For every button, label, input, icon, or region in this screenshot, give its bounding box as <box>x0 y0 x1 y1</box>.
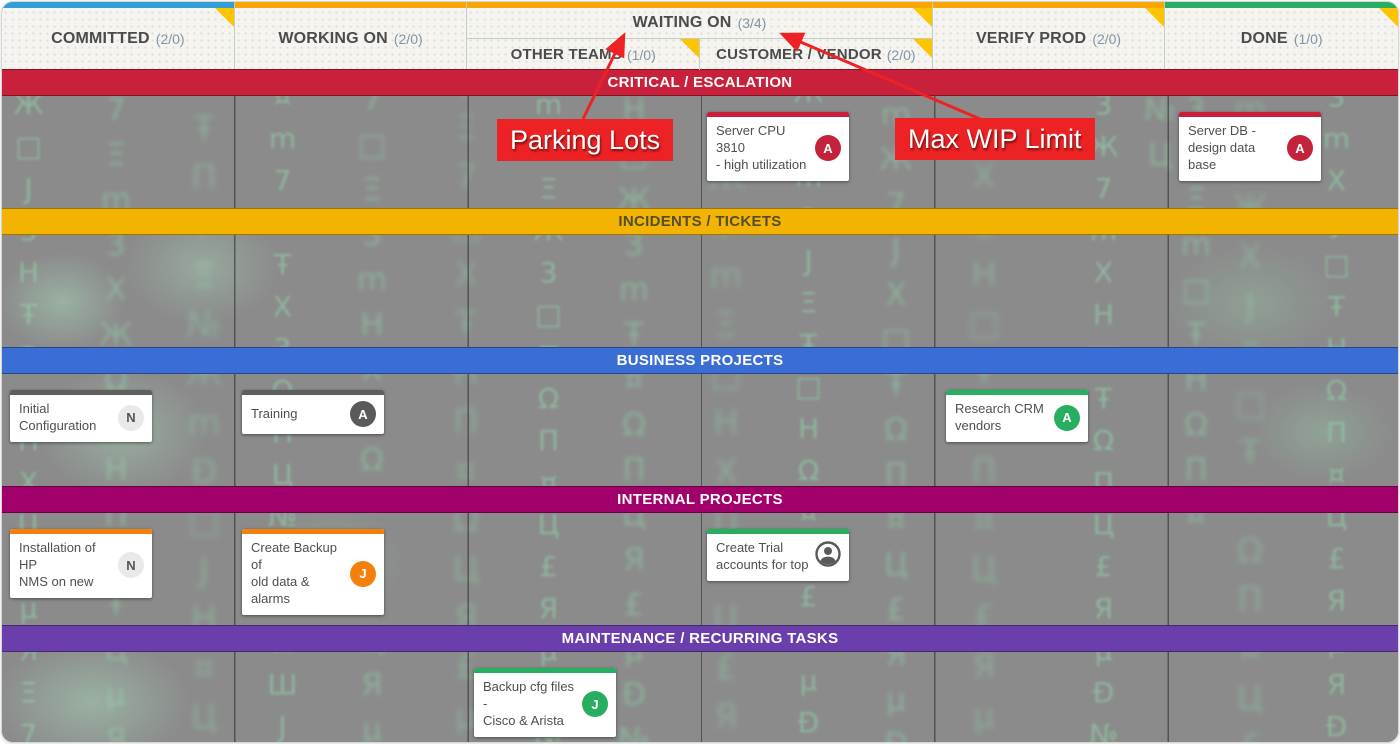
card-title: Research CRM vendors <box>955 401 1044 433</box>
lane-business-projects: Initial Configuration N Training A Resea… <box>2 374 1398 486</box>
column-header-waiting-on[interactable]: WAITING ON (3/4) <box>467 8 931 38</box>
card-title: Create Trial accounts for top <box>716 540 809 572</box>
annotation-max-wip-limit: Max WIP Limit <box>895 118 1095 160</box>
assignee-avatar[interactable]: N <box>118 552 144 579</box>
column-header-other-teams[interactable]: OTHER TEAMS (1/0) <box>467 39 700 70</box>
column-title: WORKING ON <box>278 29 388 47</box>
card-title: Create Backup of old data & alarms <box>251 540 337 606</box>
column-wip-count: (2/0) <box>393 30 423 47</box>
card-title: Training <box>251 405 298 421</box>
lane-critical-escalation: Server CPU 3810 - high utilization A Ser… <box>2 96 1398 208</box>
lane-title: INTERNAL PROJECTS <box>617 491 783 508</box>
lane-maintenance-recurring: Backup cfg files - Cisco & Arista J <box>2 652 1398 742</box>
column-wip-count: (2/0) <box>886 46 916 63</box>
column-wip-count: (1/0) <box>626 46 656 63</box>
lane-header-incidents-tickets[interactable]: INCIDENTS / TICKETS <box>2 208 1398 235</box>
column-wip-count: (2/0) <box>1092 30 1122 47</box>
assignee-avatar[interactable]: J <box>582 691 608 718</box>
lane-internal-projects: Installation of HP NMS on new N Create B… <box>2 513 1398 625</box>
lane-title: CRITICAL / ESCALATION <box>607 74 793 91</box>
column-header-working-on[interactable]: WORKING ON (2/0) <box>234 2 468 69</box>
column-wip-count: (1/0) <box>1293 30 1323 47</box>
column-title: OTHER TEAMS <box>510 46 622 63</box>
column-title: WAITING ON <box>632 14 732 31</box>
card-title: Backup cfg files - Cisco & Arista <box>483 679 575 728</box>
lane-title: BUSINESS PROJECTS <box>616 352 784 369</box>
column-header-committed[interactable]: COMMITTED (2/0) <box>2 2 235 69</box>
card-title: Installation of HP NMS on new <box>19 540 96 589</box>
card-training[interactable]: Training A <box>242 390 384 434</box>
assignee-avatar[interactable]: N <box>118 404 144 431</box>
corner-fold-icon <box>1379 8 1398 27</box>
corner-fold-icon <box>680 39 700 58</box>
card-title: Initial Configuration <box>19 401 97 433</box>
lane-header-business-projects[interactable]: BUSINESS PROJECTS <box>2 347 1398 374</box>
card-research-crm[interactable]: Research CRM vendors A <box>946 390 1088 442</box>
card-title: Server CPU 3810 - high utilization <box>716 123 807 172</box>
card-create-backup[interactable]: Create Backup of old data & alarms J <box>242 529 384 615</box>
card-server-cpu[interactable]: Server CPU 3810 - high utilization A <box>707 112 849 181</box>
annotation-parking-lots: Parking Lots <box>497 119 674 161</box>
column-header-done[interactable]: DONE (1/0) <box>1165 2 1398 69</box>
corner-fold-icon <box>1145 8 1165 27</box>
column-title: VERIFY PROD <box>975 29 1087 47</box>
person-icon[interactable] <box>815 541 841 572</box>
column-title: CUSTOMER / VENDOR <box>716 46 882 63</box>
card-create-trial-accounts[interactable]: Create Trial accounts for top <box>707 529 849 581</box>
column-wip-count: (3/4) <box>737 15 767 31</box>
card-installation-hp-nms[interactable]: Installation of HP NMS on new N <box>10 529 152 598</box>
assignee-avatar[interactable]: J <box>350 560 376 587</box>
corner-fold-icon <box>912 39 932 58</box>
lane-header-internal-projects[interactable]: INTERNAL PROJECTS <box>2 486 1398 513</box>
column-wip-count: (2/0) <box>155 30 185 47</box>
lane-incidents-tickets <box>2 235 1398 347</box>
waiting-on-subcolumns: OTHER TEAMS (1/0) CUSTOMER / VENDOR (2/0… <box>467 38 932 70</box>
card-initial-configuration[interactable]: Initial Configuration N <box>10 390 152 442</box>
column-title: COMMITTED <box>51 29 150 47</box>
corner-fold-icon <box>912 8 932 27</box>
card-title: Server DB - design data base <box>1188 123 1256 172</box>
lane-title: INCIDENTS / TICKETS <box>618 213 782 230</box>
corner-fold-icon <box>214 8 234 27</box>
column-title: DONE <box>1240 29 1288 47</box>
card-backup-cfg-files[interactable]: Backup cfg files - Cisco & Arista J <box>474 668 616 737</box>
lane-header-maintenance-recurring[interactable]: MAINTENANCE / RECURRING TASKS <box>2 625 1398 652</box>
card-server-db[interactable]: Server DB - design data base A <box>1179 112 1321 181</box>
column-header-customer-vendor[interactable]: CUSTOMER / VENDOR (2/0) <box>699 39 932 70</box>
assignee-avatar[interactable]: A <box>1287 135 1313 162</box>
assignee-avatar[interactable]: A <box>350 401 376 427</box>
lane-header-critical-escalation[interactable]: CRITICAL / ESCALATION <box>2 69 1398 96</box>
assignee-avatar[interactable]: A <box>815 135 841 162</box>
lane-title: MAINTENANCE / RECURRING TASKS <box>561 630 839 647</box>
column-group-waiting-on: WAITING ON (3/4) OTHER TEAMS (1/0) CUSTO… <box>467 2 933 70</box>
column-header-verify-prod[interactable]: VERIFY PROD (2/0) <box>932 2 1166 69</box>
board-header: COMMITTED (2/0) WORKING ON (2/0) WAITING… <box>2 2 1398 70</box>
assignee-avatar[interactable]: A <box>1054 404 1080 431</box>
